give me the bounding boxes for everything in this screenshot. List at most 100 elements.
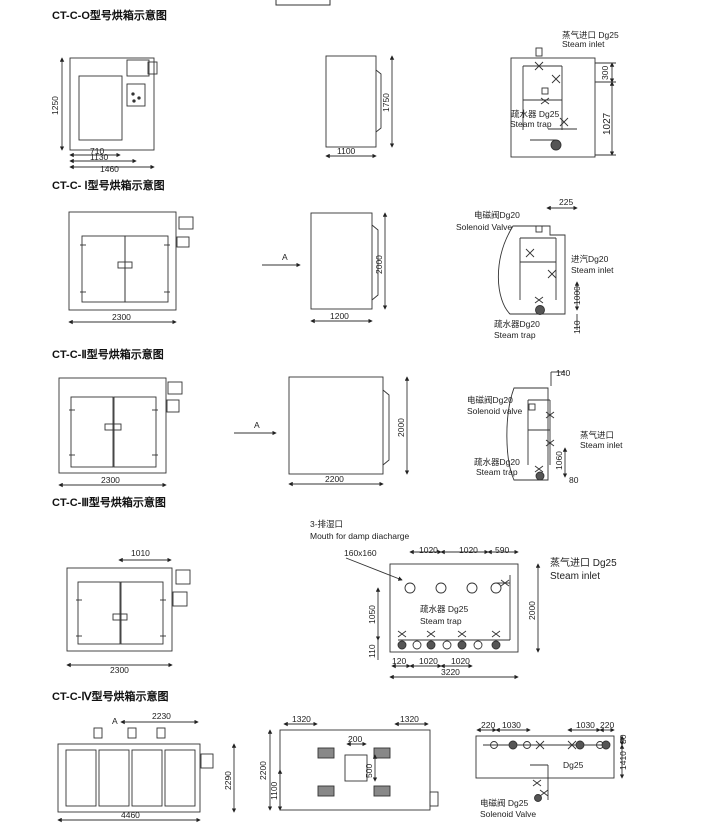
dim-label: 2000	[396, 418, 406, 437]
control-panel	[172, 591, 188, 607]
dim-label: 220	[600, 720, 614, 730]
pipe-label: 疏水器Dg20	[494, 319, 540, 329]
pipe-label: Steam trap	[420, 616, 462, 626]
view-arrow: A	[262, 252, 301, 268]
dim-label: 2300	[101, 475, 120, 485]
dim-label: 1130	[90, 152, 109, 162]
dim-label: 1200	[330, 311, 349, 321]
door-right	[120, 581, 164, 645]
pipe-label: 蒸气进口	[580, 430, 614, 440]
section-ct-c-4: CT-C-Ⅳ型号烘箱示意图 A 2230 2290 4460	[52, 689, 628, 823]
damp-label: 3-排湿口	[310, 519, 343, 529]
section-title: CT-C-Ⅲ型号烘箱示意图	[52, 495, 166, 509]
section-title: CT-C-O型号烘箱示意图	[52, 8, 167, 22]
damp-label: 160x160	[344, 548, 377, 558]
dim-label: 500	[364, 764, 374, 778]
side-outline	[288, 376, 384, 475]
dim-label: 1020	[451, 656, 470, 666]
dim-label: 110	[367, 644, 377, 658]
door-left	[81, 235, 126, 303]
cabinet-outline	[66, 567, 173, 652]
section-ct-c-3: CT-C-Ⅲ型号烘箱示意图 1010 2300	[52, 495, 617, 680]
pipe-label: Steam trap	[476, 467, 518, 477]
dim-label: 1250	[50, 96, 60, 115]
top-view: 3-排湿口 Mouth for damp diacharge 160x160 1…	[310, 519, 617, 680]
dim-label: 80	[569, 475, 579, 485]
control-panel	[200, 753, 214, 769]
dim-label: 1020	[419, 545, 438, 555]
pipe-label: 疏水器Dg20	[474, 457, 520, 467]
pipe-label: Solenoid Valve	[456, 222, 512, 232]
fan-motor	[167, 381, 183, 395]
dim-label: 2000	[374, 255, 384, 274]
dim-label: 2230	[152, 711, 171, 721]
clipped-frame-edge	[275, 0, 331, 6]
dim-label: 710	[90, 146, 104, 156]
door	[98, 749, 130, 807]
dim-label: 200	[348, 734, 362, 744]
dim-label: 120	[392, 656, 406, 666]
pipe-label: Solenoid valve	[467, 406, 523, 416]
pipe-view: 225 1000 110 电磁阀Dg20 Solenoid Valve 进汽Dg…	[456, 197, 614, 340]
dim-label: 1030	[576, 720, 595, 730]
front-view: 1250 710 1130 1460	[50, 57, 158, 174]
pipe-label: Steam inlet	[550, 571, 600, 582]
dim-label: 110	[572, 320, 582, 334]
dim-label: 1020	[419, 656, 438, 666]
dim-label: 1320	[400, 714, 419, 724]
pipe-label: Dg25	[563, 760, 584, 770]
pipe-label: 疏水器 Dg25	[511, 109, 559, 119]
dim-label: 590	[495, 545, 509, 555]
side-outline	[310, 212, 373, 310]
pipe-label: Steam trap	[494, 330, 536, 340]
pipe-label: Steam inlet	[562, 39, 605, 49]
door	[65, 749, 97, 807]
pipe-view: 220 1030 1030 220 80 1410 Dg25 电磁阀 Dg25 …	[475, 720, 628, 819]
door-left	[70, 396, 114, 468]
dim-label: 1000	[572, 286, 582, 305]
top-outline	[389, 563, 519, 653]
dim-label: 2300	[110, 665, 129, 675]
top-view: 1320 1320 200 2200 1100 500	[258, 714, 439, 811]
front-view: 1010 2300	[66, 548, 191, 675]
pipe-label: 电磁阀 Dg25	[480, 798, 528, 808]
door-right	[113, 396, 157, 468]
dim-label: 2200	[325, 474, 344, 484]
pipe-outline	[475, 735, 615, 779]
dim-label: 2000	[527, 601, 537, 620]
dim-label: 2300	[112, 312, 131, 322]
dim-label: 1100	[269, 781, 279, 800]
dim-label: 1027	[602, 112, 613, 135]
dim-label: 1410	[618, 751, 628, 770]
pipe-label: 电磁阀Dg20	[467, 395, 513, 405]
dim-label: 220	[481, 720, 495, 730]
center-port	[344, 754, 368, 782]
pipe-label: 电磁阀Dg20	[474, 210, 520, 220]
fan-motor	[178, 216, 194, 230]
dim-label: 1050	[367, 605, 377, 624]
door	[131, 749, 163, 807]
side-outline	[325, 55, 377, 148]
pipe-view: 蒸气进口 Dg25 Steam inlet 疏水器 Dg25 Steam tra…	[510, 30, 619, 158]
dim-label: 300	[600, 66, 610, 80]
view-arrow-label: A	[112, 716, 118, 726]
control-panel	[166, 399, 180, 413]
dim-label: 1100	[337, 146, 356, 156]
cabinet-outline	[68, 211, 177, 311]
dim-label: 3220	[441, 667, 460, 677]
front-view: 2300	[68, 211, 194, 325]
pipe-outline	[506, 387, 549, 481]
dim-label: 1060	[554, 451, 564, 470]
front-view: A 2230 2290 4460	[57, 711, 237, 823]
section-ct-c-2: CT-C-Ⅱ型号烘箱示意图 2300 A 2000 2200	[52, 347, 623, 488]
dim-label: 1460	[100, 164, 119, 174]
dim-label: 4460	[121, 810, 140, 820]
pipe-label: Solenoid Valve	[480, 809, 536, 819]
front-view: 2300	[58, 377, 183, 488]
dim-label: 225	[559, 197, 573, 207]
pipe-label: Steam inlet	[571, 265, 614, 275]
dim-label: 1030	[502, 720, 521, 730]
view-arrow: A	[234, 420, 277, 436]
door-right	[124, 235, 169, 303]
